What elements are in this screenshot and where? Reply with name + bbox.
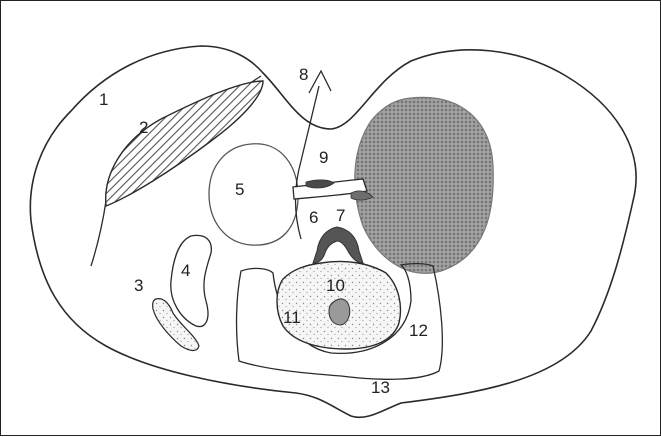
label-4: 4 — [181, 261, 190, 280]
structure-4 — [171, 235, 212, 326]
spinal-canal — [329, 299, 350, 325]
label-7: 7 — [336, 206, 345, 225]
label-8: 8 — [299, 65, 308, 84]
label-3: 3 — [134, 276, 143, 295]
label-1: 1 — [99, 90, 108, 109]
label-10: 10 — [326, 276, 345, 295]
label-13: 13 — [371, 378, 390, 397]
label-2: 2 — [139, 118, 148, 137]
label-5: 5 — [235, 180, 244, 199]
label-12: 12 — [409, 321, 428, 340]
arrow-8-head — [309, 71, 331, 93]
label-11: 11 — [283, 308, 301, 327]
shaded-organ — [355, 97, 493, 273]
structure-5-circle — [209, 144, 298, 245]
label-9: 9 — [319, 148, 328, 167]
structure-7 — [313, 227, 363, 263]
label-6: 6 — [309, 208, 318, 227]
